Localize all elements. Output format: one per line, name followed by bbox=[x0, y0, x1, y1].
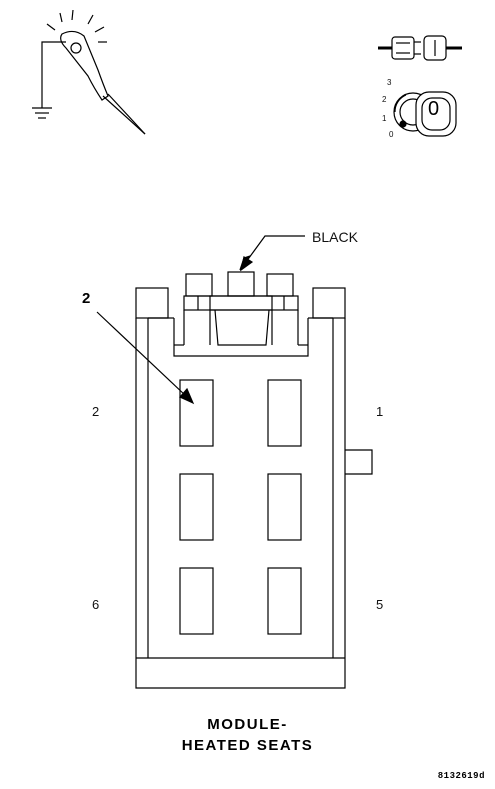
connector-icon bbox=[378, 35, 462, 61]
ignition-key-icon bbox=[393, 91, 457, 137]
ignition-position-0: 0 bbox=[389, 130, 394, 139]
ignition-key-label: 0 bbox=[428, 98, 440, 120]
pin-cavity-1 bbox=[267, 379, 302, 447]
test-light-probe-icon bbox=[32, 9, 146, 135]
pin-label-5: 5 bbox=[376, 597, 384, 612]
ignition-position-3: 3 bbox=[387, 78, 392, 87]
pin-cavity-middle-right bbox=[267, 473, 302, 541]
diagram-title-line2: HEATED SEATS bbox=[181, 737, 314, 754]
ignition-position-1: 1 bbox=[382, 114, 387, 123]
pin-label-2: 2 bbox=[92, 404, 100, 419]
pin-cavity-5 bbox=[267, 567, 302, 635]
callout-leader bbox=[96, 311, 195, 405]
ignition-position-2: 2 bbox=[382, 95, 387, 104]
callout-number: 2 bbox=[82, 290, 91, 307]
pin-label-1: 1 bbox=[376, 404, 384, 419]
pin-cavity-2 bbox=[179, 379, 214, 447]
black-leader bbox=[239, 235, 305, 272]
wire-color-label: BLACK bbox=[312, 229, 358, 245]
figure-id: 8132619d bbox=[437, 771, 485, 781]
pin-cavity-middle-left bbox=[179, 473, 214, 541]
diagram-title-line1: MODULE- bbox=[207, 716, 288, 733]
connector-face bbox=[135, 271, 373, 689]
pin-label-6: 6 bbox=[92, 597, 100, 612]
pin-cavity-6 bbox=[179, 567, 214, 635]
